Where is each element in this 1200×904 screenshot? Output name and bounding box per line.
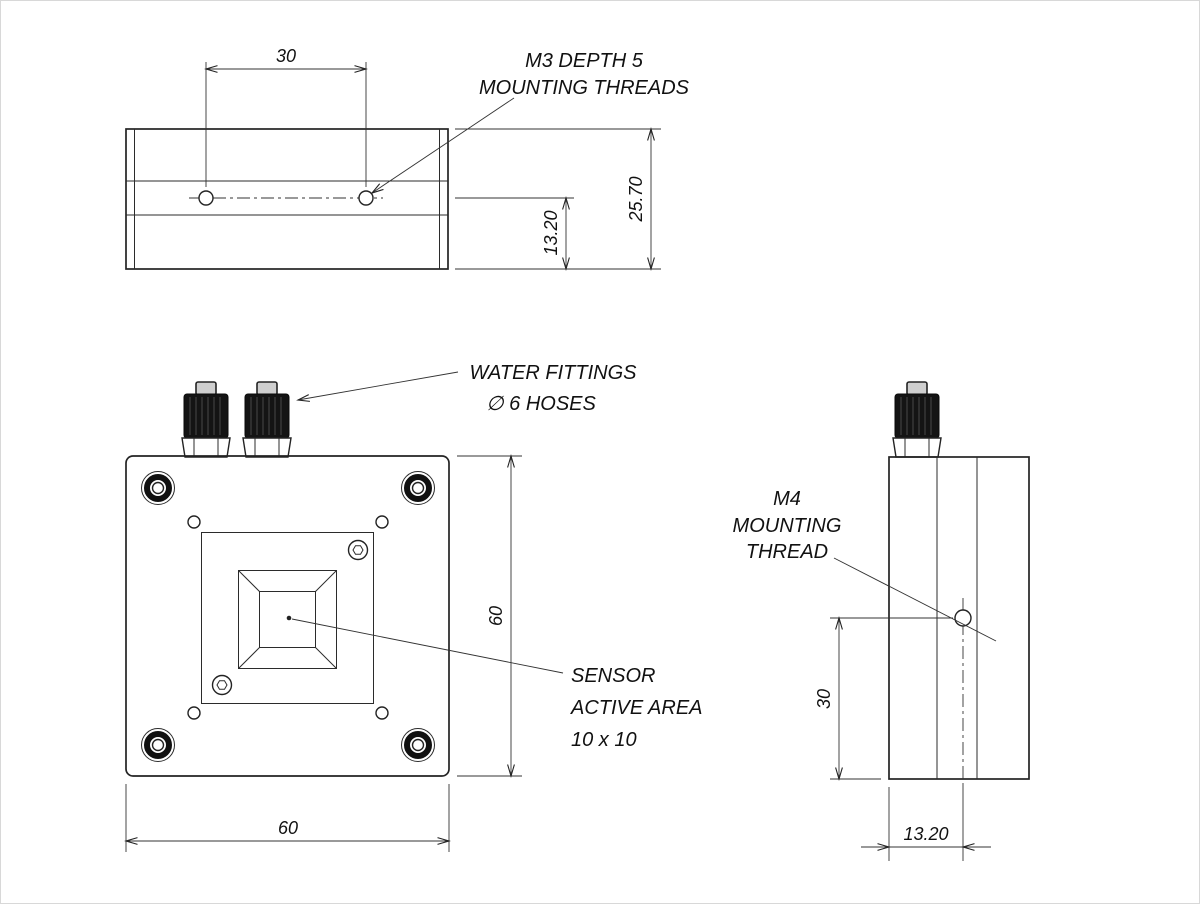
callout-water-fittings: WATER FITTINGS ∅ 6 HOSES: [296, 362, 637, 415]
leader-line: [296, 371, 459, 402]
dim-body-height: 25.70: [455, 127, 661, 271]
m4-callout-line2: MOUNTING: [733, 515, 842, 537]
sensor-recess: [238, 570, 337, 669]
cover-plate: [201, 532, 374, 704]
corner-screw: [141, 728, 175, 762]
water-fitting-right: [242, 381, 292, 458]
water-callout-line2: ∅ 6 HOSES: [486, 393, 596, 415]
corner-screw: [401, 471, 435, 505]
sensor-center-point: [286, 615, 292, 621]
leader-line: [291, 618, 564, 674]
top-view-body: [125, 128, 449, 270]
callout-m3: M3 DEPTH 5 MOUNTING THREADS: [370, 50, 690, 195]
m3-callout-line2: MOUNTING THREADS: [479, 77, 690, 99]
sensor-callout-line3: 10 x 10: [571, 729, 637, 751]
water-fitting-left: [181, 381, 231, 458]
leader-line: [370, 97, 515, 195]
m4-callout-line1: M4: [773, 488, 801, 510]
sensor-callout-line1: SENSOR: [571, 665, 655, 687]
callout-sensor: SENSOR ACTIVE AREA 10 x 10: [291, 618, 703, 751]
m3-mounting-hole-right: [358, 190, 374, 206]
water-callout-line1: WATER FITTINGS: [469, 362, 637, 384]
dim-hole-height: 13.20: [455, 196, 574, 271]
dim-front-width-label: 60: [278, 818, 298, 838]
dim-body-height-label: 25.70: [626, 176, 646, 222]
plate-hole: [375, 515, 389, 529]
dim-front-height: 60: [457, 454, 522, 778]
dim-side-vertical: 30: [814, 616, 953, 781]
plate-hole: [375, 706, 389, 720]
m4-callout-line3: THREAD: [746, 541, 828, 563]
dim-side-horizontal-label: 13.20: [903, 824, 948, 844]
hex-socket-screw: [347, 539, 369, 561]
dim-hole-spacing: 30: [204, 46, 368, 187]
m3-callout-line1: M3 DEPTH 5: [525, 50, 644, 72]
m3-mounting-hole-left: [198, 190, 214, 206]
top-view: 30 M3 DEPTH 5 MOUNTING THREADS 13.20 25.…: [125, 46, 690, 271]
sensor-callout-line2: ACTIVE AREA: [570, 697, 703, 719]
leader-line: [833, 557, 997, 642]
dim-front-height-label: 60: [486, 606, 506, 626]
plate-hole: [187, 515, 201, 529]
side-view: M4 MOUNTING THREAD 30 13.20: [733, 381, 1030, 861]
dim-hole-height-label: 13.20: [541, 210, 561, 255]
corner-screw: [141, 471, 175, 505]
dim-side-vertical-label: 30: [814, 689, 834, 709]
plate-hole: [187, 706, 201, 720]
sensor-active-area: [259, 591, 316, 648]
dim-side-horizontal: 13.20: [861, 783, 991, 861]
dim-hole-spacing-label: 30: [276, 46, 296, 66]
front-view-body: [125, 455, 450, 777]
callout-m4: M4 MOUNTING THREAD: [733, 488, 997, 642]
hex-socket-screw: [211, 674, 233, 696]
dim-front-width: 60: [124, 784, 451, 852]
corner-screw: [401, 728, 435, 762]
front-view: WATER FITTINGS ∅ 6 HOSES 60 60 SENSOR AC…: [124, 362, 703, 852]
water-fitting-side: [892, 381, 942, 458]
